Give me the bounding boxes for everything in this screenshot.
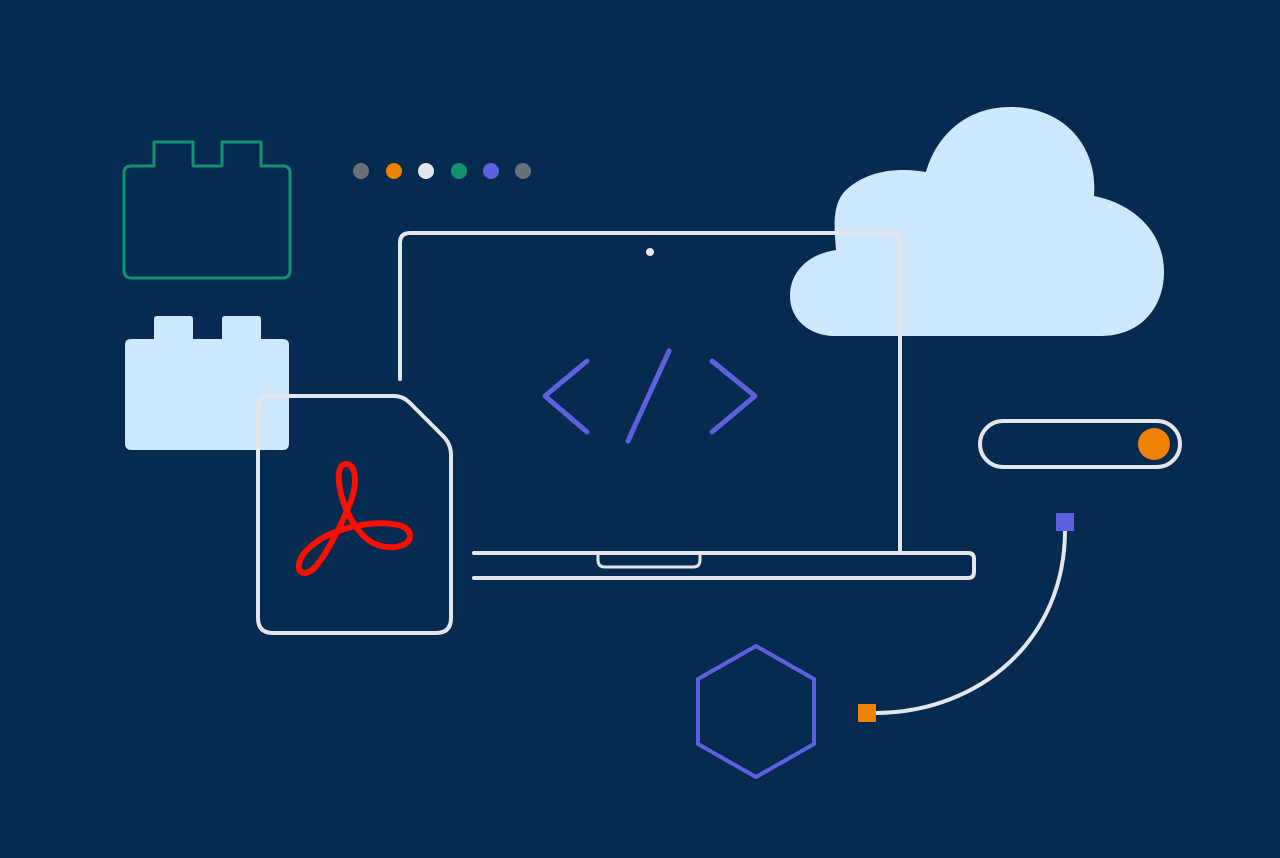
status-dot bbox=[515, 163, 531, 179]
block-outline-shape bbox=[122, 140, 292, 280]
cable-end-connector bbox=[1056, 513, 1074, 531]
toggle-switch bbox=[978, 419, 1182, 469]
status-dot bbox=[483, 163, 499, 179]
status-dot bbox=[418, 163, 434, 179]
hexagon bbox=[696, 644, 816, 779]
status-dot bbox=[451, 163, 467, 179]
toggle-knob bbox=[1138, 428, 1170, 460]
block-filled-shape bbox=[125, 316, 289, 450]
cloud bbox=[790, 107, 1164, 336]
laptop-base-outline bbox=[472, 551, 976, 580]
connector-cable bbox=[858, 513, 1074, 722]
acrobat-document-icon bbox=[256, 394, 453, 635]
webcam-icon bbox=[646, 248, 654, 256]
laptop-screen-outline bbox=[398, 231, 902, 555]
document-outline bbox=[256, 394, 453, 635]
acrobat-logo-icon bbox=[295, 461, 413, 576]
slash bbox=[625, 348, 672, 444]
right-angle-bracket bbox=[709, 358, 758, 435]
building-block-outline bbox=[122, 140, 292, 280]
toggle-track bbox=[978, 419, 1182, 469]
laptop bbox=[398, 231, 976, 580]
left-angle-bracket bbox=[542, 358, 590, 435]
laptop-notch bbox=[596, 553, 702, 569]
cable-start-connector bbox=[858, 704, 876, 722]
building-block-filled bbox=[125, 316, 289, 450]
code-brackets-icon bbox=[542, 348, 758, 444]
hexagon-outline bbox=[696, 644, 816, 779]
cloud-shape bbox=[790, 107, 1164, 336]
cable-line bbox=[874, 528, 1067, 715]
status-dot bbox=[386, 163, 402, 179]
status-dots bbox=[353, 163, 531, 179]
status-dot bbox=[353, 163, 369, 179]
